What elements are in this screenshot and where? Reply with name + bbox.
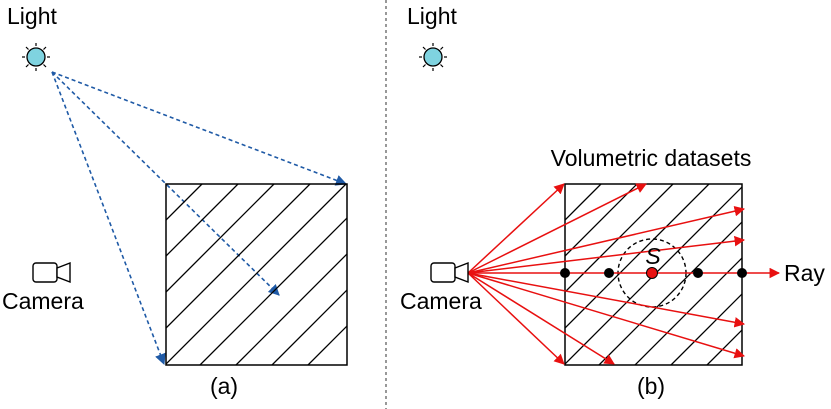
camera-ray <box>467 235 746 274</box>
dashed-light-rays <box>51 71 348 366</box>
volume-label: Volumetric datasets <box>551 145 752 171</box>
camera-ray <box>467 183 647 274</box>
volume-box-a <box>165 183 348 366</box>
caption-b: (b) <box>637 373 665 399</box>
panel-b: Light Volumetric datasets <box>400 3 825 399</box>
camera-icon-a <box>32 261 71 284</box>
camera-icon-b <box>430 261 469 284</box>
sample-point <box>737 268 747 278</box>
light-label-b: Light <box>407 3 457 29</box>
ray-label: Ray <box>784 260 825 286</box>
camera-label-b: Camera <box>400 288 482 314</box>
light-icon-a <box>22 43 50 71</box>
light-ray-to-corner <box>51 71 348 186</box>
camera-ray <box>467 272 746 328</box>
light-ray-to-bottom-left <box>51 71 166 366</box>
camera-ray <box>467 183 565 274</box>
camera-ray <box>467 272 746 359</box>
caption-a: (a) <box>210 373 238 399</box>
camera-rays <box>467 183 781 365</box>
light-label-a: Light <box>7 3 57 29</box>
sample-point <box>560 268 570 278</box>
panel-a: Light <box>2 3 348 399</box>
sample-point-s <box>646 267 658 279</box>
camera-label-a: Camera <box>2 288 84 314</box>
sample-label: S <box>645 243 661 269</box>
camera-ray <box>467 272 565 365</box>
sample-points <box>560 267 747 279</box>
sample-point <box>604 268 614 278</box>
camera-ray <box>467 272 615 365</box>
camera-ray <box>467 206 746 274</box>
light-icon-b <box>419 43 447 71</box>
sample-point <box>693 268 703 278</box>
